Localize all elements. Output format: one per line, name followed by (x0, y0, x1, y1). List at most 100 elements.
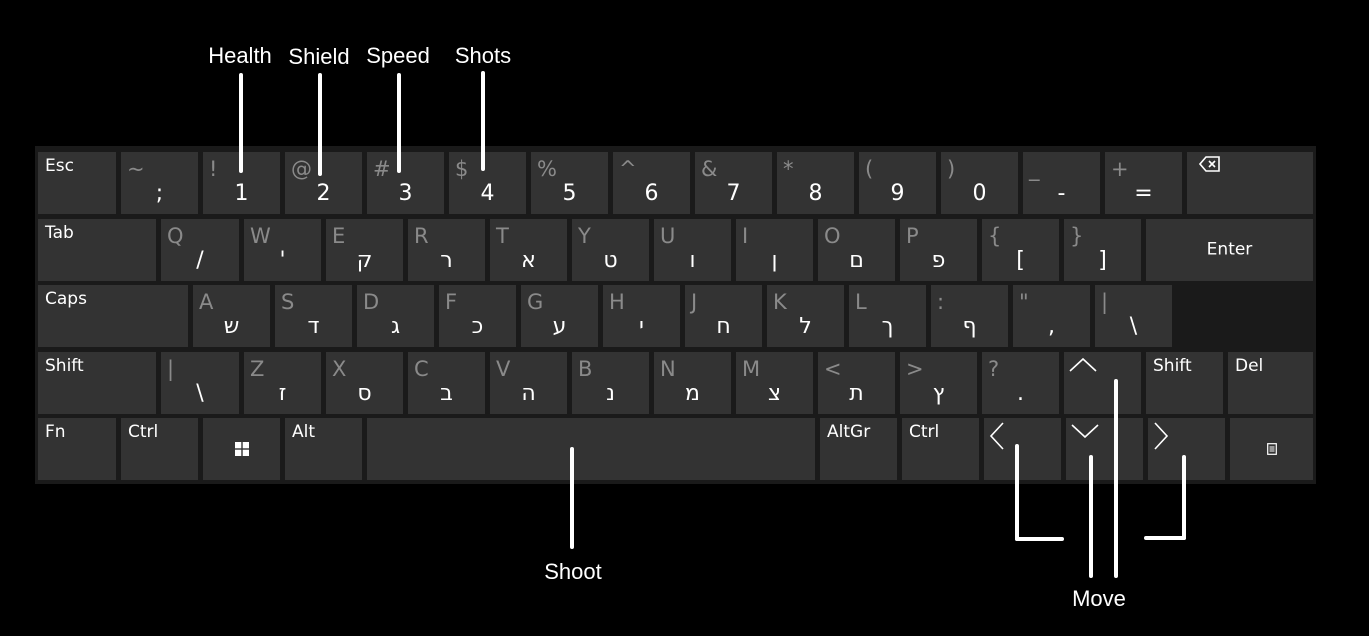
key-secondary-label: J (691, 290, 698, 314)
key-colon[interactable]: :ף (931, 285, 1008, 347)
key-primary-label: ס (357, 381, 372, 406)
key-secondary-label: B (578, 357, 593, 381)
key-w[interactable]: W' (244, 219, 321, 281)
key-minus[interactable]: _- (1023, 152, 1100, 214)
key-comma[interactable]: <ת (818, 352, 895, 414)
key-windows[interactable] (203, 418, 280, 480)
key-secondary-label: Y (578, 224, 591, 248)
key-altgr[interactable]: AltGr (820, 418, 897, 480)
key-secondary-label: } (1070, 224, 1084, 248)
key-primary-label: ע (552, 314, 567, 339)
key-primary-label: 1 (234, 181, 249, 206)
key-menu[interactable] (1230, 418, 1313, 480)
move-annotation: Move (1072, 586, 1126, 611)
key-label: Enter (1206, 239, 1253, 260)
key-primary-label: כ (471, 314, 484, 339)
key-period[interactable]: >ץ (900, 352, 977, 414)
key-left[interactable] (984, 418, 1061, 480)
key-9[interactable]: (9 (859, 152, 936, 214)
key-right[interactable] (1148, 418, 1225, 480)
key-8[interactable]: *8 (777, 152, 854, 214)
key-secondary-label: M (742, 357, 761, 381)
left-arrow-pointer-line (1015, 444, 1019, 541)
key-primary-label: ש (223, 314, 240, 339)
key-slash[interactable]: ?. (982, 352, 1059, 414)
key-6[interactable]: ^6 (613, 152, 690, 214)
key-backslash[interactable]: |\ (161, 352, 239, 414)
key-5[interactable]: %5 (531, 152, 608, 214)
key-up[interactable] (1064, 352, 1141, 414)
key-label: Fn (45, 422, 66, 442)
key-secondary-label: H (609, 290, 625, 314)
key-pipe[interactable]: |\ (1095, 285, 1172, 347)
arrow-down-icon (1070, 423, 1100, 439)
key-secondary-label: < (824, 357, 842, 381)
key-semicolon[interactable]: ~; (121, 152, 198, 214)
arrow-right-icon (1153, 421, 1169, 451)
key-primary-label: 8 (808, 181, 823, 206)
key-primary-label: ל (799, 314, 812, 339)
right-arrow-pointer-line (1182, 455, 1186, 540)
key-4[interactable]: $4 (449, 152, 526, 214)
backspace-icon (1198, 156, 1221, 172)
key-close-bracket[interactable]: }] (1064, 219, 1141, 281)
key-secondary-label: % (537, 157, 557, 181)
key-tab[interactable]: Tab (38, 219, 156, 281)
key-backspace[interactable] (1187, 152, 1313, 214)
key-shift-right[interactable]: Shift (1146, 352, 1223, 414)
key-space[interactable] (367, 418, 815, 480)
key-ctrl-left[interactable]: Ctrl (121, 418, 198, 480)
key-del[interactable]: Del (1228, 352, 1313, 414)
key-7[interactable]: &7 (695, 152, 772, 214)
key-primary-label: ב (440, 381, 453, 406)
key-q[interactable]: Q/ (161, 219, 239, 281)
key-label: Alt (292, 422, 316, 442)
key-ctrl-right[interactable]: Ctrl (902, 418, 979, 480)
key-2[interactable]: @2 (285, 152, 362, 214)
key-primary-label: ; (155, 181, 164, 206)
key-secondary-label: F (445, 290, 458, 314)
key-equals[interactable]: += (1105, 152, 1182, 214)
key-primary-label: 0 (972, 181, 987, 206)
key-alt[interactable]: Alt (285, 418, 362, 480)
down-arrow-pointer-line (1089, 455, 1093, 578)
key-secondary-label: @ (291, 157, 312, 181)
key-open-bracket[interactable]: {[ (982, 219, 1059, 281)
key-primary-label: 5 (562, 181, 577, 206)
key-shift-left[interactable]: Shift (38, 352, 156, 414)
key-caps[interactable]: Caps (38, 285, 188, 347)
key-quote[interactable]: ", (1013, 285, 1090, 347)
key-down[interactable] (1066, 418, 1143, 480)
arrow-up-icon (1068, 357, 1098, 373)
key-enter[interactable]: Enter (1146, 219, 1313, 281)
key-0[interactable]: )0 (941, 152, 1018, 214)
key-esc[interactable]: Esc (38, 152, 116, 214)
key-3[interactable]: #3 (367, 152, 444, 214)
key-fn[interactable]: Fn (38, 418, 116, 480)
key-secondary-label: ( (865, 157, 874, 181)
